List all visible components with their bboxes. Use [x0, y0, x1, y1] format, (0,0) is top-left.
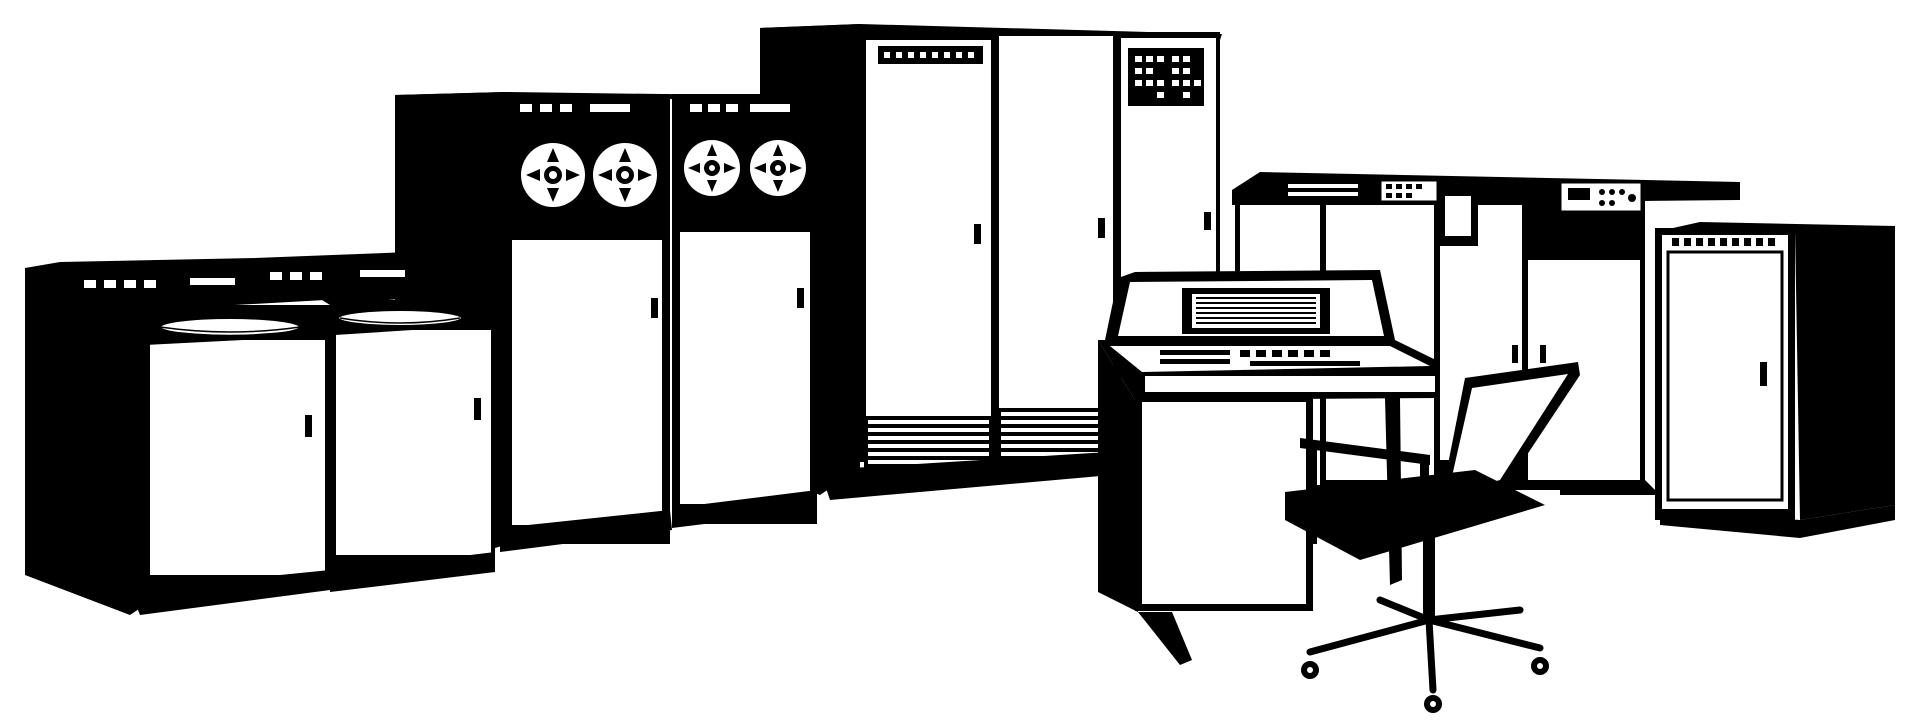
disk-drive-left [25, 258, 330, 615]
operator-console [1098, 270, 1440, 665]
disk-drive-right [255, 252, 495, 592]
tape-reel-icon [750, 140, 806, 196]
office-chair [1285, 362, 1580, 713]
tape-drive-right [672, 94, 817, 528]
tape-reel-icon [593, 143, 657, 207]
peripheral-cabinet [1655, 222, 1895, 538]
tape-reel-icon [684, 140, 740, 196]
tape-reel-icon [521, 143, 585, 207]
